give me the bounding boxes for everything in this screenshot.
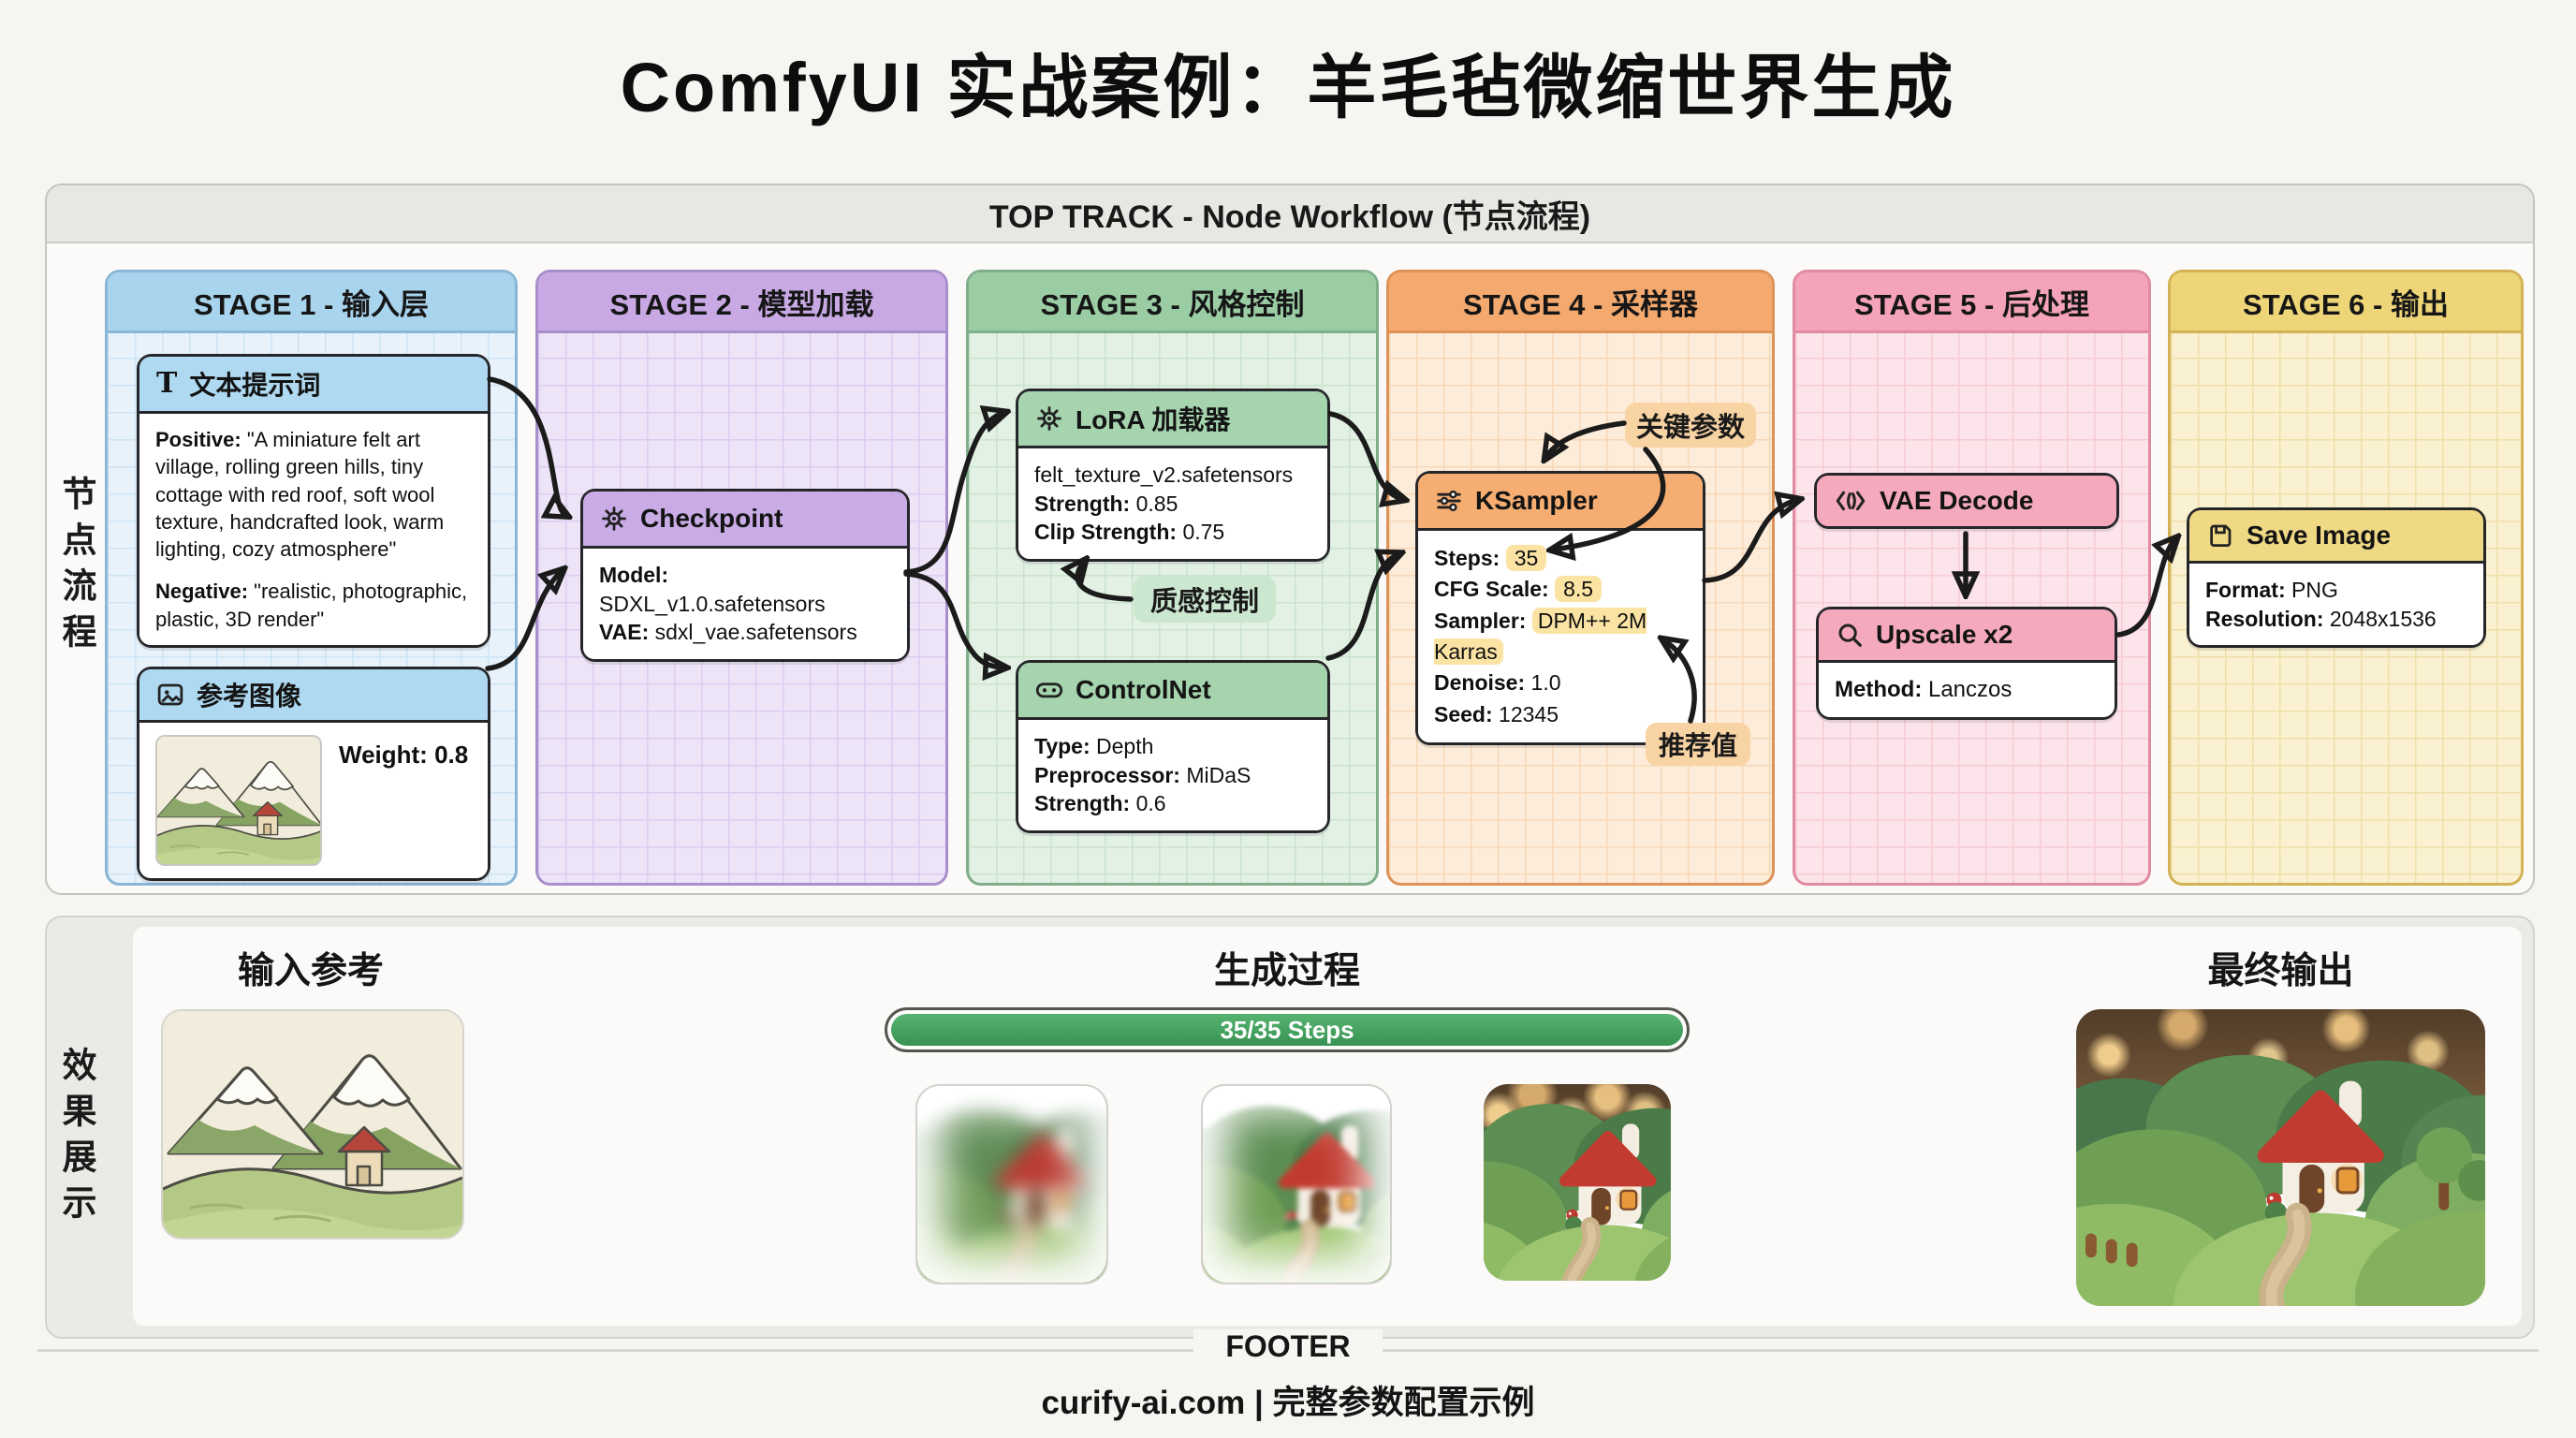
denoise-label: Denoise: [1434,670,1526,696]
vae-decode-node-title: VAE Decode [1880,486,2034,515]
cfg-value: 8.5 [1555,576,1603,603]
model-value: SDXL_v1.0.safetensors [599,591,826,616]
final-output-heading: 最终输出 [2207,951,2354,991]
footer-label-wrap: FOOTER [0,1329,2576,1364]
seed-value: 12345 [1499,701,1559,726]
save-image-node-title: Save Image [2247,521,2392,550]
upscale-node: Upscale x2 Method: Lanczos [1816,607,2117,720]
annotation-texture-control: 质感控制 [1134,576,1276,623]
format-label: Format: [2205,578,2286,602]
lora-loader-node: LoRA 加载器 felt_texture_v2.safetensors Str… [1016,389,1330,562]
gear-icon [600,505,628,533]
weight-value: 0.8 [434,741,469,769]
input-reference-heading: 输入参考 [237,951,384,991]
resolution-label: Resolution: [2205,606,2324,631]
process-thumbnail-2 [1201,1084,1392,1284]
method-label: Method: [1835,677,1923,702]
progress-bar: 35/35 Steps [885,1007,1690,1052]
process-thumbnail-1 [915,1084,1108,1284]
positive-label: Positive: [155,428,242,451]
generation-process-heading: 生成过程 [1213,951,1360,991]
controlnet-preprocessor-label: Preprocessor: [1034,762,1180,787]
steps-label: Steps: [1434,546,1500,570]
save-icon [2206,521,2234,550]
side-label-results: 效果展示 [57,1047,95,1230]
final-output-image [2076,1009,2485,1306]
text-prompt-node-title: 文本提示词 [189,371,321,400]
model-label: Model: [599,563,669,587]
controlnet-preprocessor-value: MiDaS [1186,762,1251,787]
steps-value: 35 [1505,545,1547,571]
gear-icon [1035,404,1063,433]
footer-credit: curify-ai.com | 完整参数配置示例 [1041,1385,1535,1421]
controlnet-strength-value: 0.6 [1135,791,1166,816]
save-image-node: Save Image Format: PNG Resolution: 2048x… [2187,507,2486,649]
top-track-header: TOP TRACK - Node Workflow (节点流程) [47,185,2533,243]
denoise-value: 1.0 [1530,670,1561,696]
seed-label: Seed: [1434,701,1493,726]
image-icon [156,681,184,709]
stage-3-title: STAGE 3 - 风格控制 [969,272,1376,333]
controlnet-node-title: ControlNet [1076,675,1211,704]
controlnet-type-value: Depth [1096,734,1154,758]
vae-value: sdxl_vae.safetensors [654,620,857,645]
annotation-key-params: 关键参数 [1625,403,1756,448]
format-value: PNG [2291,578,2338,602]
method-value: Lanczos [1927,677,2012,702]
ksampler-node-title: KSampler [1475,486,1598,515]
lora-clip-value: 0.75 [1182,520,1225,545]
positive-prompt-text: "A miniature felt art village, rolling g… [155,428,445,561]
sampler-label: Sampler: [1434,608,1527,633]
text-prompt-node: T 文本提示词 Positive: "A miniature felt art … [137,354,490,648]
lora-file-value: felt_texture_v2.safetensors [1034,462,1294,487]
lora-clip-label: Clip Strength: [1034,520,1178,545]
stage-2-title: STAGE 2 - 模型加载 [538,272,945,333]
controlnet-node: ControlNet Type: Depth Preprocessor: MiD… [1016,660,1330,833]
code-icon [1834,487,1867,515]
stage-5-title: STAGE 5 - 后处理 [1795,272,2148,333]
lora-node-title: LoRA 加载器 [1076,405,1231,434]
checkpoint-node: Checkpoint Model: SDXL_v1.0.safetensors … [580,489,910,662]
sliders-icon [1435,487,1463,515]
resolution-value: 2048x1536 [2329,606,2437,631]
footer-label: FOOTER [1193,1329,1383,1363]
magnifier-icon [1836,621,1864,649]
stage-4-title: STAGE 4 - 采样器 [1389,272,1772,333]
input-reference-image [161,1009,464,1240]
stage-5-postprocess: STAGE 5 - 后处理 [1793,270,2151,886]
page-title: ComfyUI 实战案例：羊毛毡微缩世界生成 [620,49,1956,126]
vae-decode-node: VAE Decode [1814,473,2119,529]
process-thumbnail-3 [1484,1084,1671,1281]
lora-strength-label: Strength: [1034,491,1131,516]
stage-1-title: STAGE 1 - 输入层 [108,272,515,333]
controlnet-strength-label: Strength: [1034,791,1131,816]
weight-label: Weight: [339,741,428,769]
reference-image-node: 参考图像 Weight: 0.8 [137,667,490,881]
controller-icon [1035,676,1063,704]
reference-node-title: 参考图像 [197,682,302,711]
ksampler-node: KSampler Steps: 35 CFG Scale: 8.5 Sample… [1415,471,1705,746]
checkpoint-node-title: Checkpoint [640,504,783,533]
stage-6-title: STAGE 6 - 输出 [2171,272,2521,333]
reference-thumbnail [155,735,322,866]
negative-prompt-text: "realistic, photographic, plastic, 3D re… [155,580,468,631]
controlnet-type-label: Type: [1034,734,1090,758]
side-label-node-flow: 节点流程 [57,476,95,659]
text-icon: T [156,367,178,400]
upscale-node-title: Upscale x2 [1876,620,2013,649]
negative-label: Negative: [155,580,249,604]
progress-label: 35/35 Steps [1220,1015,1354,1044]
annotation-recommended: 推荐值 [1646,723,1750,766]
progress-fill: 35/35 Steps [891,1014,1683,1046]
cfg-label: CFG Scale: [1434,577,1549,602]
vae-label: VAE: [599,620,650,645]
lora-strength-value: 0.85 [1135,491,1178,516]
